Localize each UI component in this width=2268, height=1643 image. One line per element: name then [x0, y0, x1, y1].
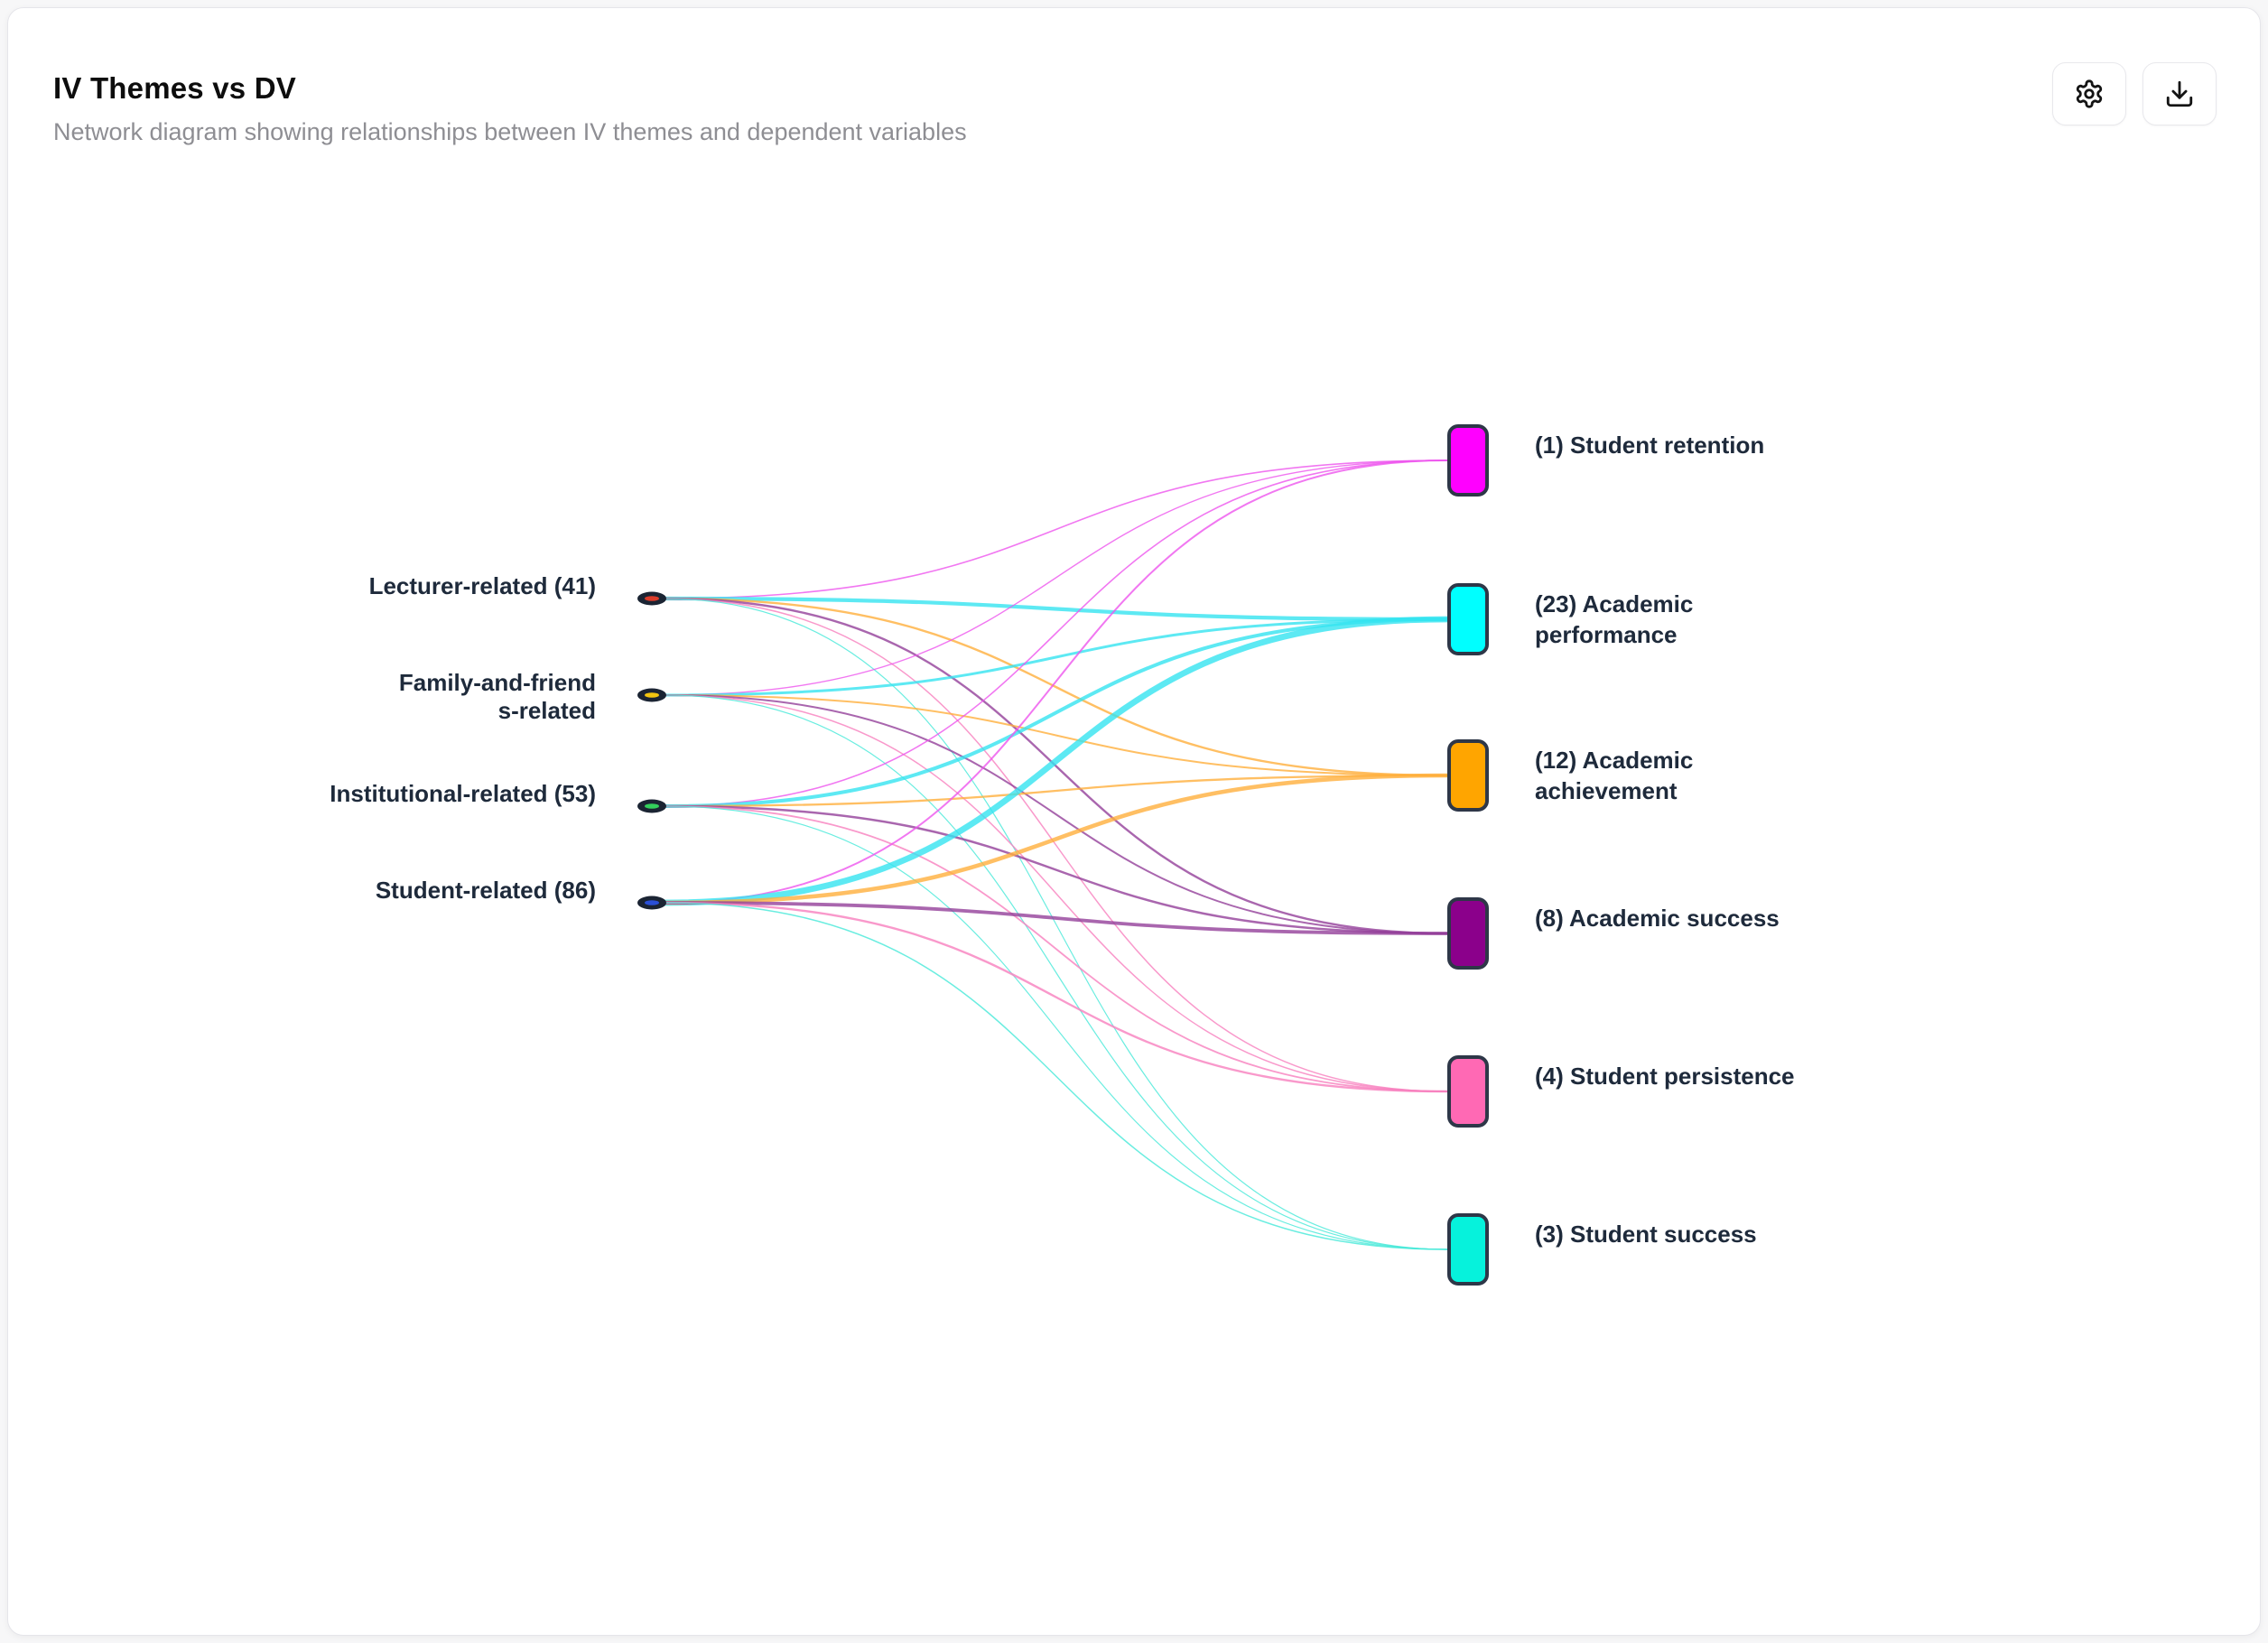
edge-institutional-related--academic-performance	[663, 617, 1449, 808]
dv-node-student-persistence[interactable]	[1447, 1055, 1489, 1128]
edge-student-related--academic-performance	[661, 616, 1451, 906]
iv-node-student-related[interactable]	[637, 896, 666, 910]
iv-node-core-student-related	[645, 900, 659, 905]
edge-institutional-related--student-success	[664, 805, 1448, 1250]
edge-student-related--academic-achievement	[662, 773, 1450, 905]
iv-node-family-and-friends-related[interactable]	[637, 688, 666, 702]
chart-card: IV Themes vs DV Network diagram showing …	[7, 7, 2261, 1636]
edge-lecturer-related--student-success	[664, 598, 1448, 1250]
settings-button[interactable]	[2052, 62, 2126, 125]
edge-family-and-friends-related--academic-achievement	[664, 694, 1448, 776]
iv-node-core-institutional-related	[645, 803, 659, 809]
edge-student-related--student-persistence	[663, 901, 1449, 1093]
gear-icon	[2074, 79, 2105, 109]
iv-node-lecturer-related[interactable]	[637, 591, 666, 606]
download-button[interactable]	[2143, 62, 2217, 125]
edge-institutional-related--academic-achievement	[663, 774, 1449, 808]
iv-node-core-family-and-friends-related	[645, 692, 659, 698]
dv-node-academic-success[interactable]	[1447, 897, 1489, 970]
page-subtitle: Network diagram showing relationships be…	[53, 118, 967, 145]
edge-lecturer-related--student-persistence	[664, 598, 1448, 1092]
edge-student-related--academic-success	[663, 901, 1449, 935]
download-icon	[2164, 79, 2195, 109]
edge-institutional-related--academic-success	[663, 804, 1449, 935]
edge-lecturer-related--academic-success	[663, 597, 1449, 935]
edge-family-and-friends-related--student-persistence	[664, 694, 1448, 1092]
dv-node-academic-achievement[interactable]	[1447, 739, 1489, 812]
edge-institutional-related--student-retention	[664, 459, 1448, 807]
edge-lecturer-related--academic-performance	[662, 596, 1450, 622]
page-title: IV Themes vs DV	[53, 71, 296, 105]
edge-institutional-related--student-persistence	[664, 805, 1448, 1092]
dv-node-student-success[interactable]	[1447, 1213, 1489, 1286]
edge-family-and-friends-related--student-success	[664, 694, 1448, 1250]
iv-node-core-lecturer-related	[645, 596, 659, 601]
edge-lecturer-related--student-retention	[664, 459, 1448, 599]
edge-lecturer-related--academic-achievement	[663, 597, 1449, 777]
edge-family-and-friends-related--academic-success	[664, 694, 1448, 934]
card-toolbar	[2052, 62, 2217, 125]
edge-family-and-friends-related--academic-performance	[663, 617, 1449, 697]
edge-student-related--student-retention	[664, 459, 1448, 904]
dv-node-student-retention[interactable]	[1447, 424, 1489, 497]
iv-node-institutional-related[interactable]	[637, 799, 666, 813]
dv-node-academic-performance[interactable]	[1447, 583, 1489, 655]
edge-student-related--student-success	[664, 902, 1448, 1250]
edge-family-and-friends-related--student-retention	[664, 459, 1448, 696]
